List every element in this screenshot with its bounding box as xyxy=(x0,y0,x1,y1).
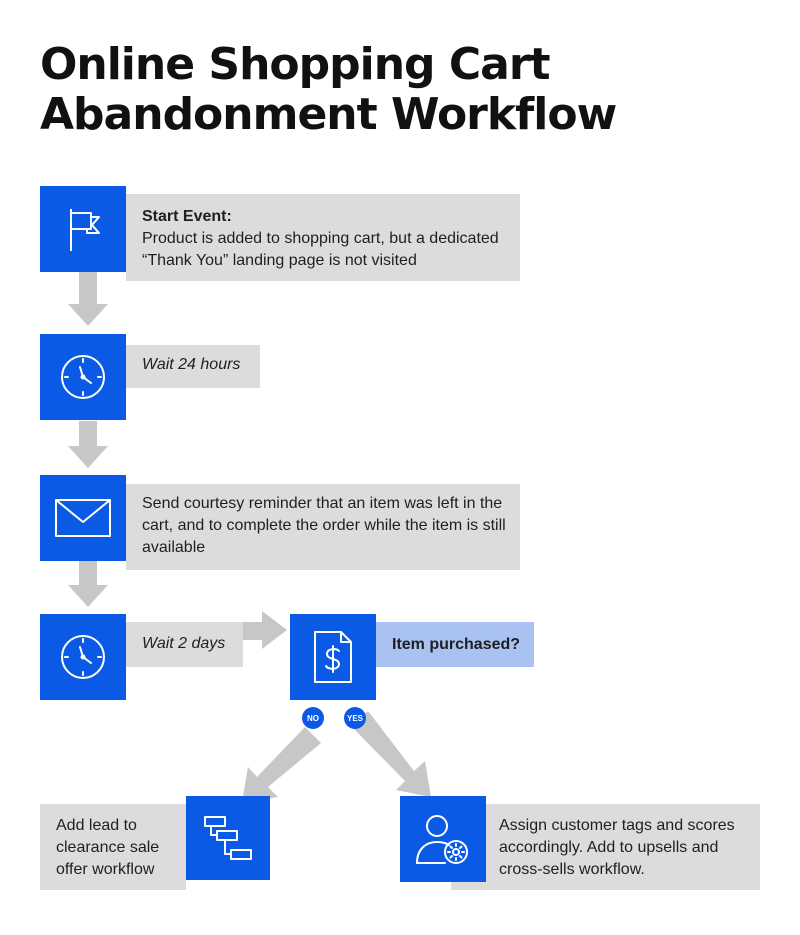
start-event-text: Product is added to shopping cart, but a… xyxy=(142,230,499,269)
arrow-decision-to-yes xyxy=(352,711,431,797)
decision-box xyxy=(290,614,376,700)
yes-badge: YES xyxy=(344,707,366,729)
start-event-box xyxy=(40,186,126,272)
arrow-wait-to-decision xyxy=(243,611,287,649)
clock-icon xyxy=(58,352,108,402)
yes-branch-bar: Assign customer tags and scores accordin… xyxy=(451,804,760,890)
envelope-icon xyxy=(54,498,112,538)
user-settings-icon xyxy=(415,813,471,865)
arrow-decision-to-no xyxy=(242,727,321,802)
yes-branch-text: Assign customer tags and scores accordin… xyxy=(499,817,735,878)
wait-2-bar: Wait 2 days xyxy=(126,622,243,667)
workflow-icon xyxy=(203,813,253,863)
start-event-bar: Start Event: Product is added to shoppin… xyxy=(126,194,520,281)
invoice-dollar-icon xyxy=(311,630,355,684)
reminder-bar: Send courtesy reminder that an item was … xyxy=(126,484,520,570)
flag-icon xyxy=(57,203,109,255)
page-title: Online Shopping Cart Abandonment Workflo… xyxy=(40,39,617,140)
no-branch-box xyxy=(186,796,270,880)
wait-24-bar: Wait 24 hours xyxy=(126,345,260,388)
no-branch-bar: Add lead to clearance sale offer workflo… xyxy=(40,804,186,890)
wait-2-box xyxy=(40,614,126,700)
wait-2-text: Wait 2 days xyxy=(142,635,226,652)
reminder-text: Send courtesy reminder that an item was … xyxy=(142,495,506,556)
yes-branch-box xyxy=(400,796,486,882)
decision-text: Item purchased? xyxy=(392,636,521,653)
wait-24-text: Wait 24 hours xyxy=(142,356,241,373)
reminder-box xyxy=(40,475,126,561)
start-event-heading: Start Event: xyxy=(142,208,232,225)
title-line-1: Online Shopping Cart xyxy=(40,39,551,90)
decision-bar: Item purchased? xyxy=(376,622,534,667)
arrow-start-to-wait xyxy=(68,271,108,326)
title-line-2: Abandonment Workflow xyxy=(40,89,617,140)
wait-24-box xyxy=(40,334,126,420)
no-branch-text: Add lead to clearance sale offer workflo… xyxy=(56,817,160,878)
clock-icon xyxy=(58,632,108,682)
arrow-wait-to-reminder xyxy=(68,421,108,468)
arrow-reminder-to-wait xyxy=(68,561,108,607)
no-badge: NO xyxy=(302,707,324,729)
